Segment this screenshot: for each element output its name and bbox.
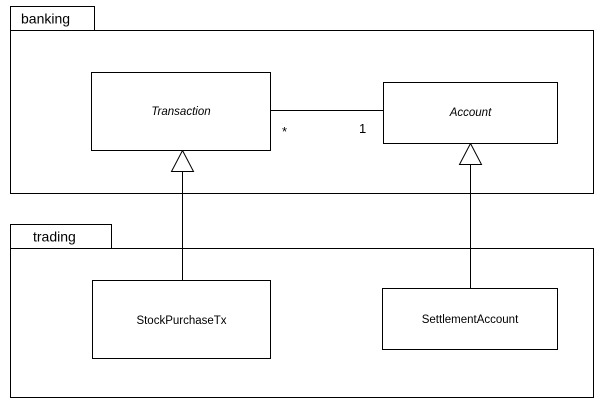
package-banking-label: banking bbox=[21, 11, 70, 27]
generalization-arrowhead-account bbox=[458, 142, 483, 165]
class-transaction[interactable]: Transaction bbox=[91, 72, 271, 151]
class-stock-purchase-tx-name: StockPurchaseTx bbox=[136, 315, 226, 327]
class-account-box bbox=[383, 82, 558, 144]
generalization-arrowhead-transaction bbox=[170, 149, 195, 172]
class-settlement-account-box bbox=[382, 288, 558, 350]
package-trading-tab bbox=[10, 224, 112, 249]
class-account-name: Account bbox=[449, 107, 492, 119]
class-transaction-name: Transaction bbox=[151, 106, 210, 118]
class-transaction-box bbox=[91, 72, 271, 151]
multiplicity-transaction: * bbox=[282, 124, 287, 139]
class-settlement-account-name: SettlementAccount bbox=[422, 314, 519, 326]
package-trading-label: trading bbox=[33, 229, 76, 245]
class-stock-purchase-tx-box bbox=[92, 280, 271, 359]
class-stock-purchase-tx[interactable]: StockPurchaseTx bbox=[92, 280, 271, 359]
class-settlement-account[interactable]: SettlementAccount bbox=[382, 288, 558, 350]
class-account[interactable]: Account bbox=[383, 82, 558, 144]
package-banking-tab bbox=[10, 6, 95, 31]
multiplicity-account: 1 bbox=[359, 121, 366, 136]
package-trading[interactable]: trading bbox=[10, 224, 594, 398]
